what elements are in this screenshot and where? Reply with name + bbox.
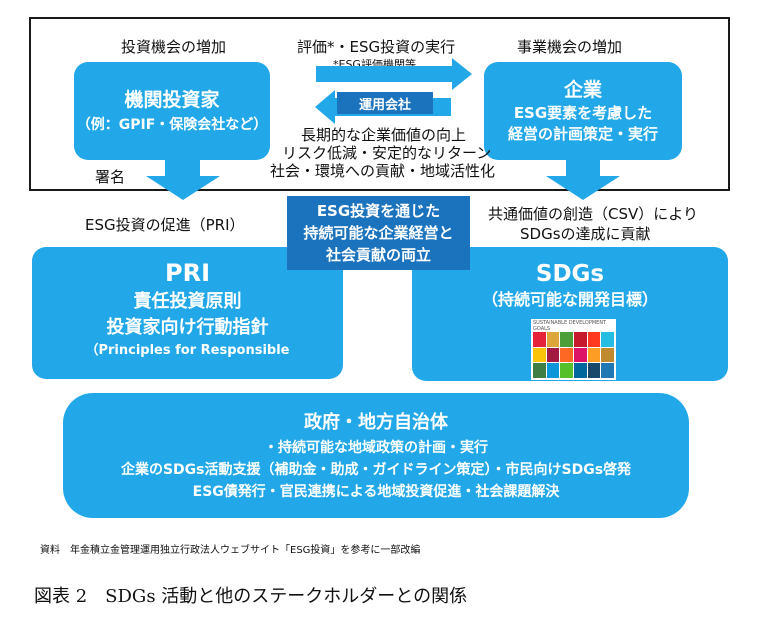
sdg-goal-tile: [601, 363, 614, 378]
company-line-2: 経営の計画策定・実行: [507, 125, 658, 143]
source-note: 資料 年金積立金管理運用独立行政法人ウェブサイト「ESG投資」を参考に一部改編: [40, 545, 421, 556]
right-arrow: [316, 58, 472, 90]
csv-caption-line-1: 共通価値の創造（CSV）により: [488, 205, 698, 223]
down-arrow-left: [146, 160, 220, 200]
sdgs-title: SDGs: [535, 261, 605, 287]
benefit-2: リスク低減・安定的なリターン: [282, 144, 492, 162]
evaluation-caption: 評価*・ESG投資の実行: [297, 38, 456, 56]
center-line-1: ESG投資を通じた: [316, 202, 441, 220]
institutional-investor-box: 機関投資家 （例：GPIF・保険会社など）: [74, 62, 270, 160]
sdg-goal-tile: [574, 347, 587, 363]
sdg-goal-tile: [560, 347, 573, 363]
pri-line-1: 責任投資原則: [133, 291, 242, 312]
sdg-logo-header: SUSTAINABLE DEVELOPMENT GOALS: [533, 320, 614, 332]
down-arrow-right: [546, 160, 620, 200]
sdg-goal-tile: [533, 347, 546, 363]
company-line-1: ESG要素を考慮した: [513, 104, 653, 122]
gov-line-3: ESG債発行・官民連携による地域投資促進・社会課題解決: [192, 483, 560, 500]
sdg-goal-tile: [533, 363, 546, 378]
center-line-3: 社会貢献の両立: [325, 246, 431, 264]
investment-opportunity-caption: 投資機会の増加: [121, 38, 227, 56]
sdg-logo-text: SUSTAINABLE DEVELOPMENT GOALS: [533, 320, 607, 332]
pri-title: PRI: [165, 259, 210, 287]
benefit-3: 社会・環境への貢献・地域活性化: [270, 162, 496, 180]
sdg-goal-tile: [574, 363, 587, 378]
sdg-goal-tile: [560, 363, 573, 378]
figure-caption: 図表 2 SDGs 活動と他のステークホルダーとの関係: [34, 586, 468, 607]
sdg-goal-tile: [574, 332, 587, 347]
sdg-goal-tile: [533, 332, 546, 347]
sdg-goal-tile: [587, 363, 601, 378]
sdg-goals-logo: SUSTAINABLE DEVELOPMENT GOALS: [531, 319, 616, 380]
sdg-goal-tile: [587, 347, 601, 363]
investor-title: 機関投資家: [124, 89, 220, 111]
gov-line-1: ・持続可能な地域政策の計画・実行: [264, 439, 488, 456]
investor-subtitle: （例：GPIF・保険会社など）: [76, 117, 268, 133]
signature-label: 署名: [95, 168, 126, 186]
center-line-2: 持続可能な企業経営と: [303, 224, 454, 242]
company-title: 企業: [563, 79, 602, 101]
sdg-goal-tile: [587, 332, 601, 347]
pri-box: PRI 責任投資原則 投資家向け行動指針 （Principles for Res…: [32, 247, 343, 379]
business-opportunity-caption: 事業機会の増加: [517, 38, 623, 56]
pri-promotion-caption: ESG投資の促進（PRI）: [85, 216, 245, 234]
asset-manager-badge: 運用会社: [337, 92, 433, 114]
stakeholder-frame: [29, 17, 730, 191]
gov-line-2: 企業のSDGs活動支援（補助金・助成・ガイドライン策定）・市民向けSDGs啓発: [120, 461, 632, 478]
benefit-1: 長期的な企業価値の向上: [301, 126, 467, 144]
esg-investment-box: ESG投資を通じた 持続可能な企業経営と 社会貢献の両立: [287, 196, 470, 270]
pri-line-2: 投資家向け行動指針: [106, 317, 269, 338]
sdg-goal-tile: [560, 332, 573, 347]
sdg-goal-tile: [601, 347, 614, 363]
csv-caption-line-2: SDGsの達成に貢献: [520, 225, 651, 243]
sdgs-subtitle: （持続可能な開発目標）: [481, 290, 658, 309]
sdg-goal-tile: [546, 363, 560, 378]
sdg-goal-tile: [601, 332, 614, 347]
pri-english: （Principles for Responsible: [85, 343, 290, 358]
government-box: 政府・地方自治体 ・持続可能な地域政策の計画・実行 企業のSDGs活動支援（補助…: [63, 393, 689, 518]
gov-title: 政府・地方自治体: [304, 411, 448, 433]
sdg-goal-tile: [546, 347, 560, 363]
company-box: 企業 ESG要素を考慮した 経営の計画策定・実行: [484, 62, 682, 160]
sdg-goal-tile: [546, 332, 560, 347]
